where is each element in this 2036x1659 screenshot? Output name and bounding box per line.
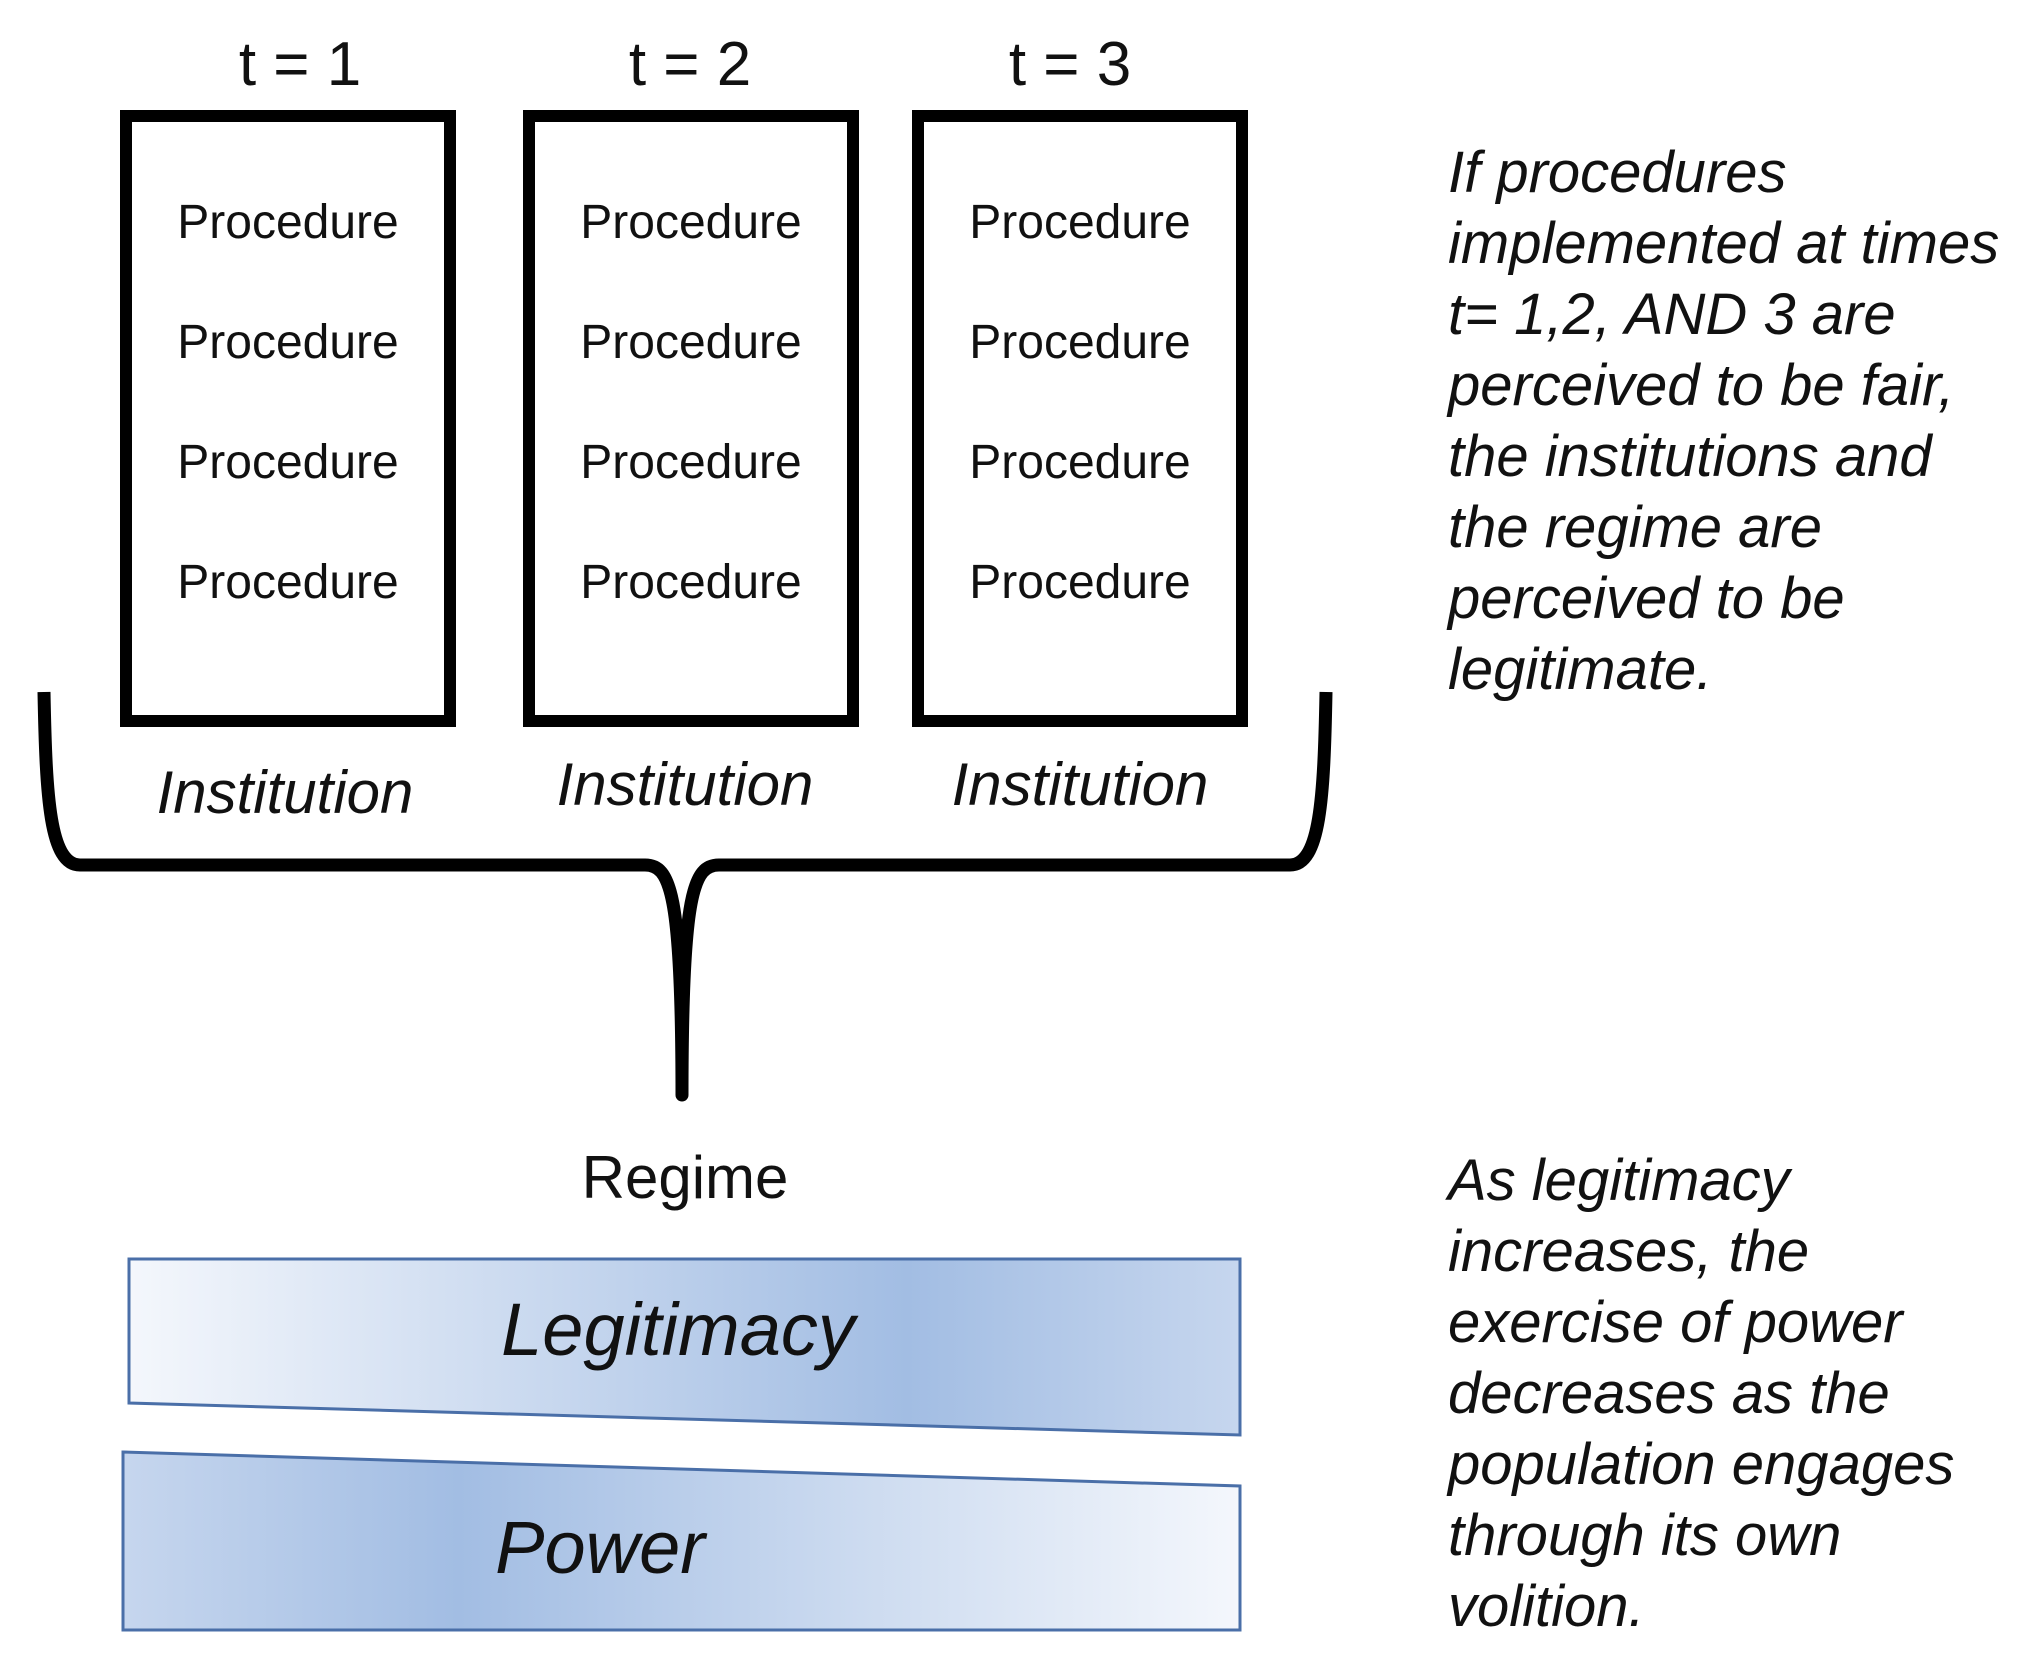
note-top: If procedures implemented at times t= 1,… <box>1448 137 2008 705</box>
power-bar <box>121 1450 1242 1632</box>
procedure-label: Procedure <box>580 436 802 489</box>
regime-label: Regime <box>581 1144 789 1211</box>
institution-box-2: Procedure Procedure Procedure Procedure <box>523 110 859 727</box>
institution-box-1: Procedure Procedure Procedure Procedure <box>120 110 456 727</box>
note-top-line: perceived to be fair, <box>1448 353 1955 418</box>
note-top-line: the institutions and <box>1448 424 1932 489</box>
procedure-label: Procedure <box>969 556 1191 609</box>
note-top-line: If procedures <box>1448 140 1787 205</box>
time-label-2: t = 2 <box>628 30 752 99</box>
procedure-label: Procedure <box>580 196 802 249</box>
note-bottom-line: volition. <box>1448 1574 1645 1639</box>
procedure-label: Procedure <box>580 556 802 609</box>
institution-box-3: Procedure Procedure Procedure Procedure <box>912 110 1248 727</box>
procedure-label: Procedure <box>177 436 399 489</box>
note-top-line: perceived to be <box>1448 566 1845 631</box>
procedure-label: Procedure <box>177 556 399 609</box>
note-bottom: As legitimacy increases, the exercise of… <box>1448 1145 2008 1642</box>
procedure-label: Procedure <box>177 196 399 249</box>
institution-label-2: Institution <box>556 751 814 818</box>
procedure-label: Procedure <box>969 316 1191 369</box>
institution-label-3: Institution <box>951 751 1209 818</box>
procedure-label: Procedure <box>177 316 399 369</box>
legitimacy-label: Legitimacy <box>501 1288 855 1371</box>
note-bottom-line: decreases as the <box>1448 1361 1890 1426</box>
curly-brace <box>37 691 1333 1102</box>
note-bottom-line: through its own <box>1448 1503 1842 1568</box>
note-bottom-line: increases, the <box>1448 1219 1810 1284</box>
time-label-1: t = 1 <box>238 30 362 99</box>
procedure-label: Procedure <box>969 196 1191 249</box>
time-label-3: t = 3 <box>1008 30 1132 99</box>
note-bottom-line: population engages <box>1448 1432 1955 1497</box>
procedure-label: Procedure <box>580 316 802 369</box>
power-label: Power <box>495 1506 705 1589</box>
note-top-line: implemented at times <box>1448 211 2000 276</box>
note-top-line: the regime are <box>1448 495 1822 560</box>
note-bottom-line: As legitimacy <box>1448 1148 1790 1213</box>
note-bottom-line: exercise of power <box>1448 1290 1903 1355</box>
note-top-line: t= 1,2, AND 3 are <box>1448 282 1896 347</box>
procedure-label: Procedure <box>969 436 1191 489</box>
institution-label-1: Institution <box>156 759 414 826</box>
legitimacy-bar <box>127 1257 1242 1437</box>
note-top-line: legitimate. <box>1448 637 1713 702</box>
